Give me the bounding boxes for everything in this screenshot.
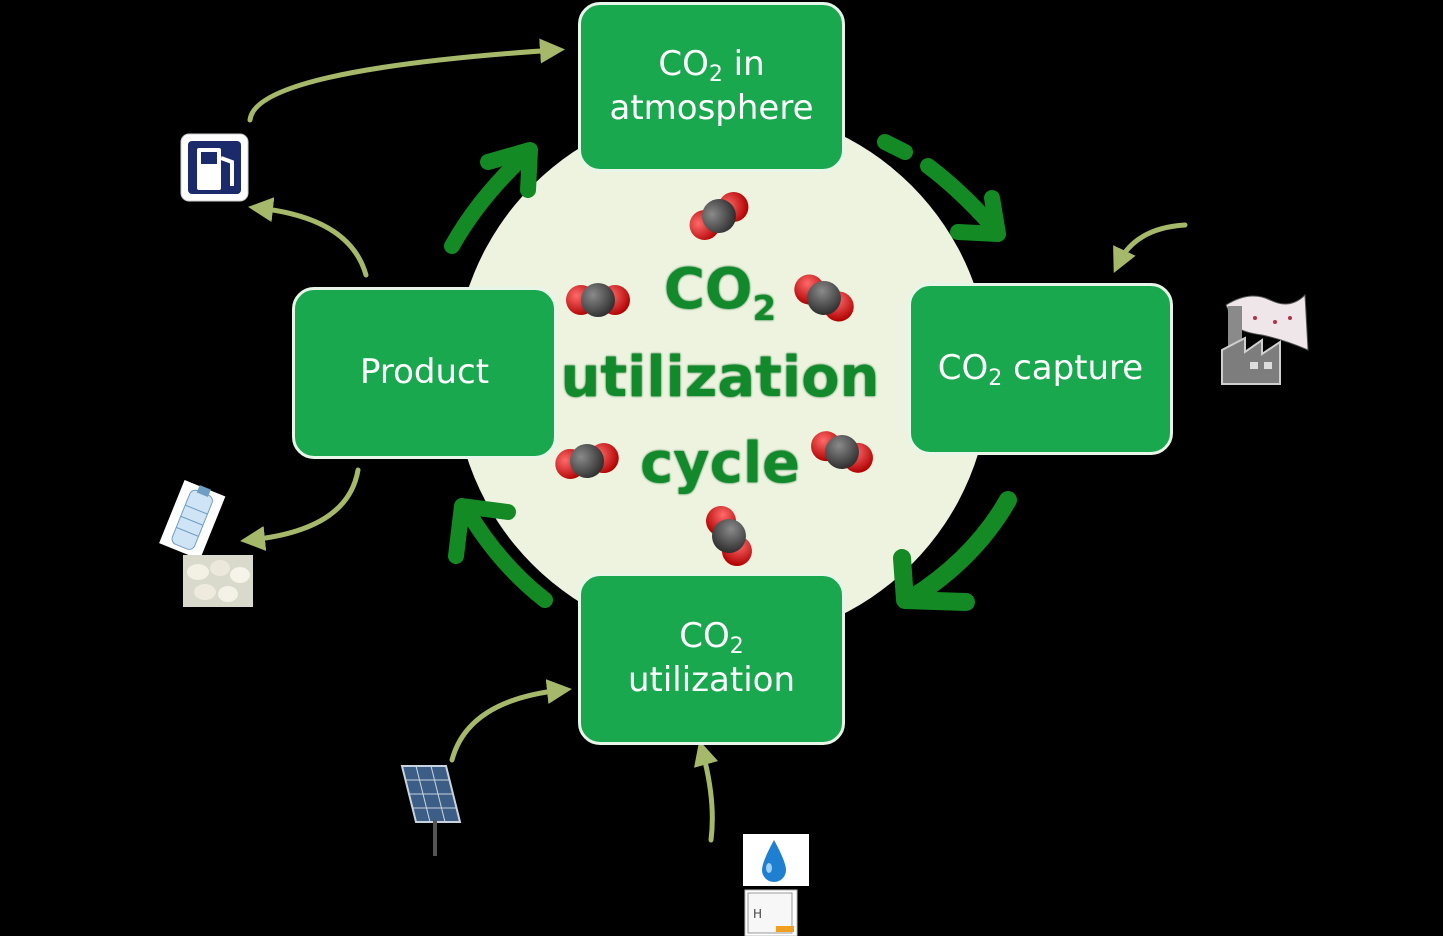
- factory-to-capture-arrow: [1113, 222, 1188, 274]
- box-atmosphere-line1: CO2 in: [658, 44, 765, 88]
- water-drop-icon: [743, 834, 809, 886]
- factory-icon: [1221, 293, 1309, 385]
- cycle-arrow-to-atmosphere: [444, 142, 538, 254]
- chalk-pieces-icon: [183, 555, 253, 607]
- center-title-line2: utilization: [560, 345, 880, 410]
- water-bottle-icon: [159, 480, 226, 560]
- box-utilization-line1: CO2: [679, 616, 744, 660]
- fuel-pump-icon: [180, 133, 249, 202]
- cycle-arrow-to-utilization: [893, 491, 1017, 611]
- solar-panel-icon: [400, 765, 462, 856]
- fuel-to-atmosphere-arrow: [247, 38, 565, 123]
- svg-text:H: H: [753, 907, 762, 921]
- product-to-materials-arrow: [240, 467, 361, 551]
- hydrogen-element-icon: H: [744, 889, 798, 936]
- hydrogen-to-utilization-arrow: [694, 740, 719, 843]
- product-to-fuel-arrow: [248, 197, 369, 278]
- box-product-label: Product: [359, 352, 490, 393]
- cycle-arrow-to-capture: [877, 134, 1006, 242]
- box-utilization-line2: utilization: [627, 660, 796, 700]
- solar-to-utilization-arrow: [449, 679, 572, 763]
- co2-atmosphere-box: CO2 in atmosphere: [578, 2, 845, 172]
- co2-capture-box: CO2 capture: [908, 283, 1173, 455]
- box-capture-label: CO2 capture: [937, 348, 1144, 392]
- center-title-line3: cycle: [639, 431, 801, 496]
- cycle-arrow-to-product: [448, 498, 553, 608]
- center-title-line1: CO2: [663, 257, 777, 329]
- center-circle: [454, 107, 990, 643]
- box-atmosphere-line2: atmosphere: [609, 88, 814, 128]
- product-box: Product: [292, 287, 557, 459]
- co2-utilization-box: CO2 utilization: [578, 573, 845, 745]
